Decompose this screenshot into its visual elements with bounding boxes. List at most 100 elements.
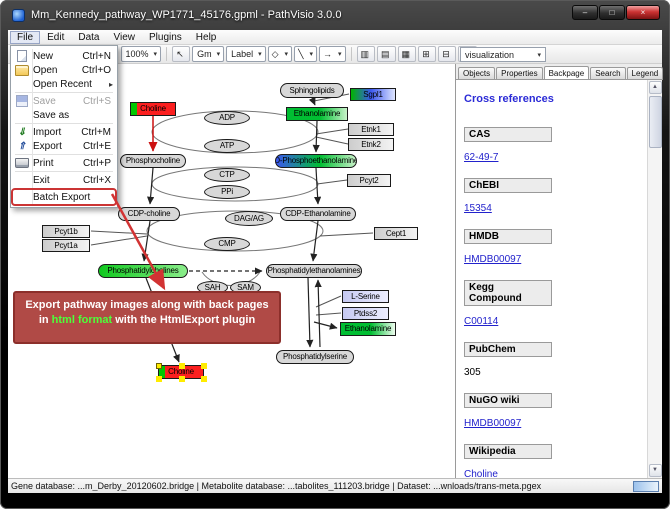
pathway-node[interactable]: Phosphocholine — [120, 154, 186, 168]
close-button[interactable]: × — [626, 5, 660, 20]
pathway-node[interactable]: ATP — [204, 139, 250, 153]
menu-item[interactable]: Batch Export — [11, 188, 117, 206]
pathway-node[interactable]: Phosphatidylethanolamines — [266, 264, 362, 278]
align-center-button[interactable]: ▦ ▾ — [397, 46, 417, 62]
menu-item[interactable]: Print Ctrl+P — [12, 156, 116, 172]
crossref-value-link[interactable]: Choline — [464, 469, 498, 478]
pathway-node[interactable]: CTP — [204, 168, 250, 182]
menu-item[interactable]: Export Ctrl+E — [12, 139, 116, 155]
crossref-value-link[interactable]: HMDB00097 — [464, 418, 522, 429]
menubar-item[interactable]: View — [113, 31, 135, 43]
HMDB: HMDB HMDB00097 — [464, 229, 643, 267]
pathway-node[interactable]: Sphingolipids — [280, 83, 344, 98]
scroll-down-icon[interactable]: ▼ — [648, 464, 662, 477]
chevron-down-icon: ▾ — [258, 51, 262, 58]
menu-item[interactable]: Import Ctrl+M — [12, 125, 116, 139]
align-top-button[interactable]: ▤ ▾ — [377, 46, 396, 62]
file-menu: New Ctrl+N Open Ctrl+O Open Recent — [10, 45, 118, 208]
menubar-item[interactable]: File — [10, 30, 41, 44]
pathway-node[interactable]: Pcyt1a — [42, 239, 90, 252]
scrollbar[interactable]: ▲ ▼ — [647, 80, 662, 478]
label-combo[interactable]: Label ▾ — [226, 46, 266, 62]
crossref-value-link[interactable]: 62-49-7 — [464, 152, 499, 163]
pathway-node[interactable]: Ethanolamine — [286, 107, 348, 121]
pathway-node[interactable]: Sgpl1 — [350, 88, 396, 101]
menu-item[interactable]: Exit Ctrl+X — [12, 173, 116, 189]
pathway-node[interactable]: ADP — [204, 111, 250, 125]
pathway-node[interactable]: L-Serine — [342, 290, 389, 303]
pathway-node[interactable]: Etnk1 — [348, 123, 394, 136]
crossref-name: CAS — [464, 127, 552, 142]
maximize-button[interactable]: □ — [599, 5, 625, 20]
pathway-node[interactable]: CMP — [204, 237, 250, 251]
sidebar-tab[interactable]: Properties — [496, 67, 543, 80]
backpage-panel: Cross references CAS 62-49-7 ChEBI — [456, 79, 662, 478]
crossref-value-link[interactable]: C00114 — [464, 316, 499, 327]
align-left-button[interactable]: ▥ ▾ — [356, 46, 376, 62]
menu-item-icon — [14, 191, 30, 203]
pathway-node[interactable]: SAH — [197, 281, 228, 294]
toolbar-glyph: ⊟ — [442, 48, 450, 59]
menubar-item[interactable]: Data — [78, 31, 100, 43]
menu-item-shortcut: Ctrl+E — [82, 140, 111, 152]
toolbar-glyph: ╲ — [298, 48, 304, 59]
pathway-node[interactable]: DAG/AG — [225, 211, 273, 226]
annotation-text: Export pathway images along with back pa… — [25, 299, 269, 326]
crossref-name: PubChem — [464, 342, 552, 357]
scroll-up-icon[interactable]: ▲ — [648, 81, 662, 94]
pathway-node[interactable]: Phosphatidylcholines — [98, 264, 188, 278]
menubar-item[interactable]: Help — [195, 31, 217, 43]
node-label: Phosphocholine — [125, 156, 181, 165]
menu-item-label: New — [33, 50, 54, 62]
distribute-v-button[interactable]: ⊟ ▾ — [438, 46, 457, 62]
node-label: SAM — [237, 282, 254, 292]
toolbar-glyph: ↖ — [176, 48, 184, 59]
menu-item[interactable]: Save as — [12, 108, 116, 124]
zoom-combo[interactable]: 100% ▾ — [120, 46, 162, 62]
toolbar-item[interactable]: ▾ — [350, 47, 352, 61]
pathway-node[interactable]: Ethanolamine — [340, 322, 396, 336]
datanode-combo[interactable]: Gm ▾ — [192, 46, 225, 62]
pathway-node[interactable]: Etnk2 — [348, 138, 394, 151]
menu-item[interactable]: Open Ctrl+O — [12, 63, 116, 77]
visualization-combo[interactable]: visualization ▾ — [460, 47, 546, 62]
crossref-value-link[interactable]: HMDB00097 — [464, 254, 522, 265]
line-combo[interactable]: ╲ ▾ — [294, 46, 317, 62]
menu-item-icon — [14, 174, 30, 186]
pathway-node[interactable]: Ptdss2 — [342, 307, 389, 320]
crossref-value-link[interactable]: 305 — [464, 367, 481, 378]
pathway-node[interactable]: Phosphatidylserine — [276, 350, 354, 364]
sidebar-tab[interactable]: Objects — [458, 67, 496, 80]
shape-combo[interactable]: ◇ ▾ — [267, 46, 293, 62]
toolbar-item[interactable]: ▾ — [166, 47, 168, 61]
pathway-node[interactable]: PPi — [204, 185, 250, 199]
sidebar-tab[interactable]: Legend — [626, 67, 664, 80]
crossref-value-link[interactable]: 15354 — [464, 203, 492, 214]
menubar-item[interactable]: Plugins — [148, 31, 182, 43]
scroll-thumb[interactable] — [649, 96, 662, 148]
minimize-button[interactable]: – — [572, 5, 598, 20]
select-tool-button[interactable]: ↖ ▾ — [172, 46, 191, 62]
toolbar-glyph: ▤ — [381, 48, 390, 59]
node-label: Cept1 — [385, 228, 407, 238]
save-icon — [14, 95, 30, 107]
pathway-node[interactable]: Cept1 — [374, 227, 418, 240]
connector-combo[interactable]: → ▾ — [319, 46, 346, 62]
pathway-node[interactable]: CDP-Ethanolamine — [280, 207, 356, 221]
menu-item[interactable]: Save Ctrl+S — [12, 94, 116, 108]
node-label: Phosphatidylserine — [283, 352, 347, 361]
pathway-node[interactable]: Choline — [156, 363, 204, 379]
menu-item[interactable]: Open Recent — [12, 77, 116, 93]
node-label: Choline — [140, 104, 166, 113]
menubar-item[interactable]: Edit — [47, 31, 65, 43]
pathway-node[interactable]: Pcyt1b — [42, 225, 90, 238]
distribute-h-button[interactable]: ⊞ ▾ — [418, 46, 437, 62]
pathway-node[interactable]: Choline — [130, 102, 176, 116]
sidebar-tab[interactable]: Search — [590, 67, 626, 80]
pathway-node[interactable]: CDP-choline — [118, 207, 180, 221]
pathway-node[interactable]: O-Phosphoethanolamine — [275, 154, 357, 168]
menu-item[interactable]: New Ctrl+N — [12, 49, 116, 63]
pathway-node[interactable]: Pcyt2 — [347, 174, 391, 187]
sidebar-tab[interactable]: Backpage — [543, 66, 590, 79]
